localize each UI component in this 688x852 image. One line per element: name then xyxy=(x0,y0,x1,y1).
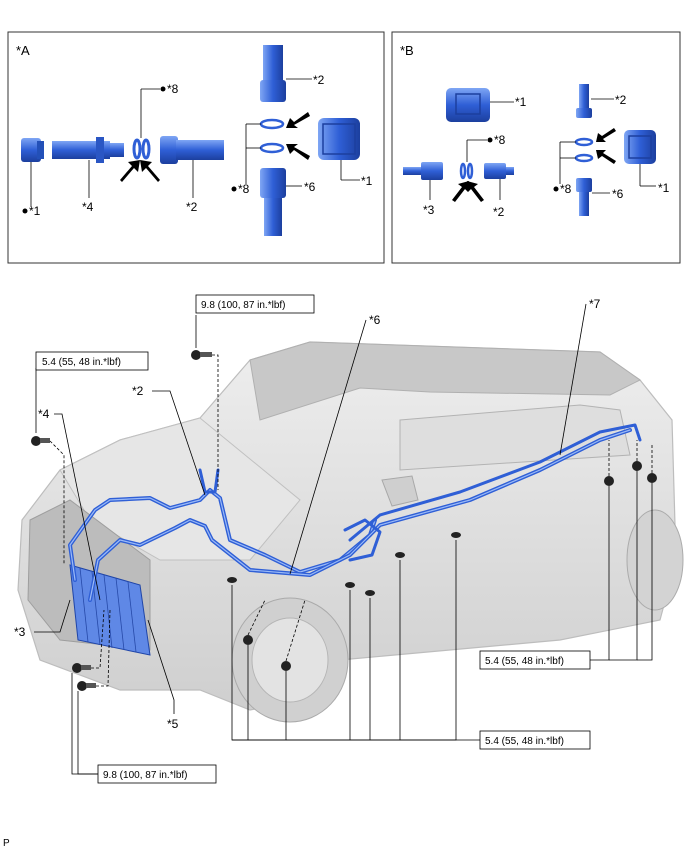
ac-piping xyxy=(68,423,642,602)
vehicle-illustration xyxy=(17,341,684,723)
label-part-4: *4 xyxy=(38,407,50,421)
o-ring xyxy=(459,162,467,180)
panel-b: *B *1 *8 *3 *2 *2 xyxy=(391,31,681,264)
pipe-part xyxy=(260,168,286,236)
label-part-3: *3 xyxy=(14,625,26,639)
clip-icon xyxy=(365,590,375,596)
panel-a-title: *A xyxy=(16,43,30,58)
label-part-6: *6 xyxy=(304,180,316,194)
clip-icon xyxy=(227,577,237,583)
torque-spec-bottom: 5.4 (55, 48 in.*lbf) xyxy=(479,730,591,750)
o-ring xyxy=(132,138,142,160)
label-part-8: *8 xyxy=(167,82,179,96)
pipe-part xyxy=(403,167,421,175)
label-part-7: *7 xyxy=(589,297,601,311)
svg-text:5.4 (55, 48 in.*lbf): 5.4 (55, 48 in.*lbf) xyxy=(485,736,564,747)
clip-icon xyxy=(345,582,355,588)
bolt-leaders xyxy=(49,354,653,687)
label-part-1: *1 xyxy=(658,181,670,195)
clip-icon xyxy=(395,552,405,558)
connector-block xyxy=(318,118,360,160)
connector-block xyxy=(446,88,490,122)
label-part-1b: *1 xyxy=(361,174,373,188)
label-part-8b: *8 xyxy=(560,182,572,196)
arrow-icon xyxy=(467,181,484,202)
bolt-icon xyxy=(281,661,291,671)
svg-text:5.4 (55, 48 in.*lbf): 5.4 (55, 48 in.*lbf) xyxy=(42,357,121,368)
label-part-4: *4 xyxy=(82,200,94,214)
arrow-icon xyxy=(596,150,616,164)
pipe-part xyxy=(506,167,514,175)
label-part-2: *2 xyxy=(186,200,198,214)
arrow-icon xyxy=(286,112,310,128)
label-leaders xyxy=(34,303,653,775)
label-part-6: *6 xyxy=(612,187,624,201)
pipe-part xyxy=(576,178,592,192)
pipe-part xyxy=(160,136,224,164)
bolt-icon xyxy=(632,461,642,471)
pipe-part xyxy=(579,84,589,108)
panel-a: *A *8 *1 *4 xyxy=(7,31,385,264)
label-part-2: *2 xyxy=(132,384,144,398)
label-part-2-top: *2 xyxy=(313,73,325,87)
label-part-3: *3 xyxy=(423,203,435,217)
pipe-part xyxy=(260,45,286,102)
label-part-6: *6 xyxy=(369,313,381,327)
o-ring xyxy=(141,138,151,160)
torque-spec-left: 5.4 (55, 48 in.*lbf) xyxy=(35,351,149,371)
label-part-8: *8 xyxy=(494,133,506,147)
torque-spec-right: 5.4 (55, 48 in.*lbf) xyxy=(479,650,591,670)
connector-part xyxy=(21,138,44,162)
label-part-8b: *8 xyxy=(238,182,250,196)
bolt-icon xyxy=(77,681,96,691)
bolt-icon xyxy=(243,635,253,645)
label-part-2-top: *2 xyxy=(615,93,627,107)
svg-text:5.4 (55, 48 in.*lbf): 5.4 (55, 48 in.*lbf) xyxy=(485,656,564,667)
clip-icon xyxy=(451,532,461,538)
torque-spec-lower-left: 9.8 (100, 87 in.*lbf) xyxy=(97,764,217,784)
panel-b-title: *B xyxy=(400,43,414,58)
arrow-icon xyxy=(286,144,310,160)
pipe-part xyxy=(579,192,589,216)
bolt-icon xyxy=(31,436,50,446)
o-ring xyxy=(466,162,474,180)
arrow-icon xyxy=(452,181,469,202)
label-part-1: *1 xyxy=(29,204,41,218)
connector-block xyxy=(624,130,656,164)
footer-code: P xyxy=(3,838,10,849)
torque-spec-top: 9.8 (100, 87 in.*lbf) xyxy=(195,294,315,314)
label-part-2: *2 xyxy=(493,205,505,219)
svg-text:9.8 (100, 87 in.*lbf): 9.8 (100, 87 in.*lbf) xyxy=(201,300,286,311)
arrow-icon xyxy=(596,128,616,142)
bolt-icon xyxy=(647,473,657,483)
label-part-1-top: *1 xyxy=(515,95,527,109)
svg-text:9.8 (100, 87 in.*lbf): 9.8 (100, 87 in.*lbf) xyxy=(103,770,188,781)
arrow-icon xyxy=(120,160,140,182)
bolt-icon xyxy=(191,350,212,360)
pipe-part xyxy=(52,137,124,163)
bolt-icon xyxy=(72,663,91,673)
pipe-part xyxy=(576,108,592,118)
arrow-icon xyxy=(140,160,160,182)
label-part-5: *5 xyxy=(167,717,179,731)
pipe-part xyxy=(421,162,443,180)
pipe-part xyxy=(484,163,506,179)
bolt-icon xyxy=(604,476,614,486)
